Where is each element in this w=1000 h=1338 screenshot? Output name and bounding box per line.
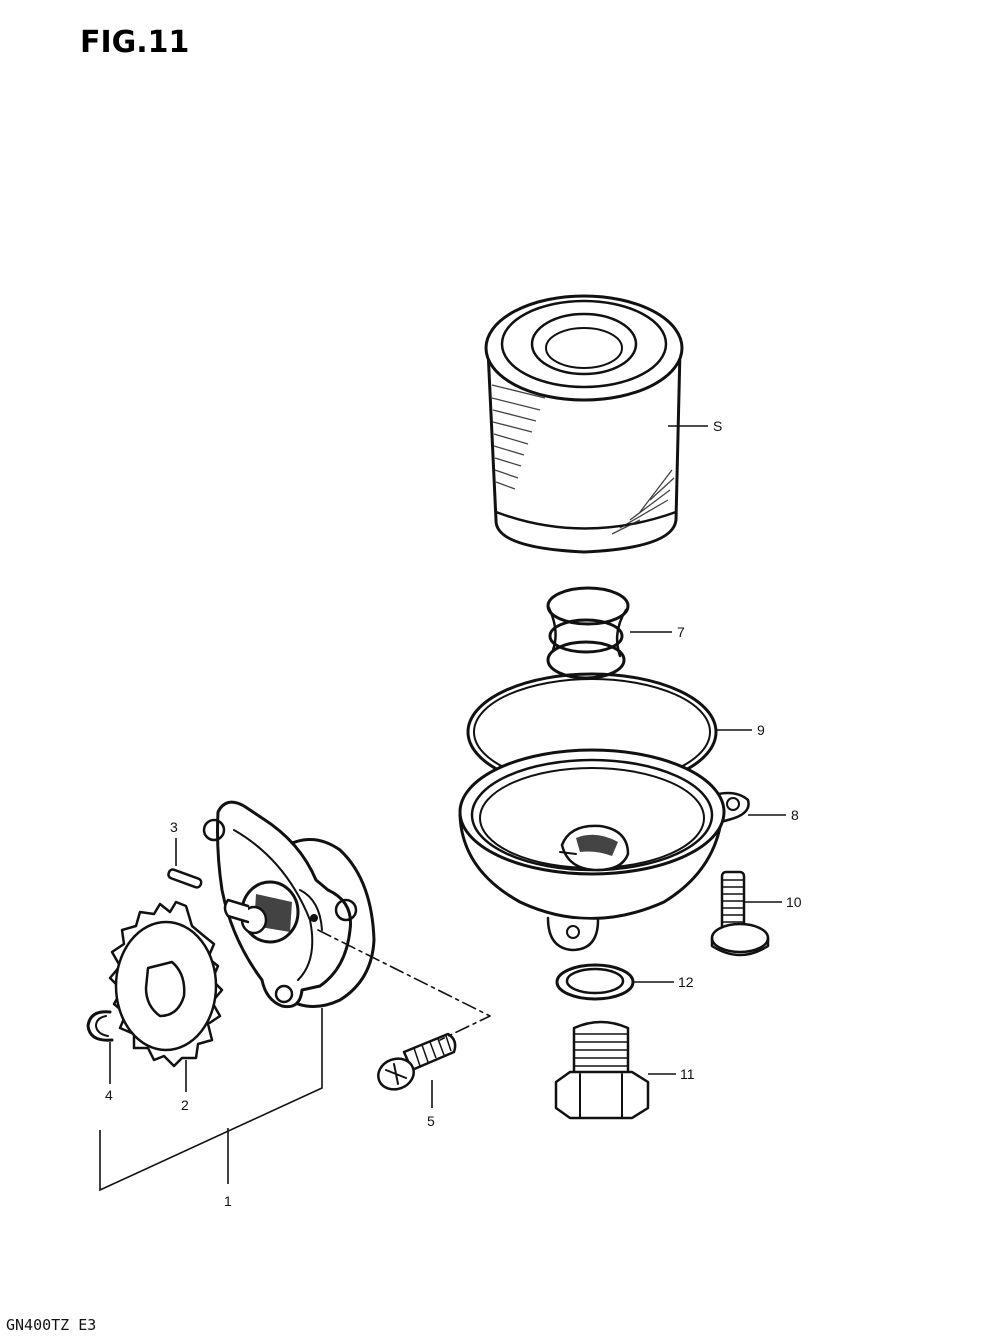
figure-title: FIG.11 [80,25,189,60]
callout-3: 3 [170,819,178,835]
callout-2: 2 [181,1097,189,1113]
callout-7: 7 [677,624,685,640]
callout-6: S [713,418,722,434]
gear-circlip [86,1010,114,1042]
pump-pin [167,868,203,889]
callout-9: 9 [757,722,765,738]
oil-filter-element [484,294,684,554]
callout-12: 12 [678,974,694,990]
callout-4: 4 [105,1087,113,1103]
filter-cap [458,748,750,952]
oil-pump-assembly-bracket [99,1008,323,1192]
callout-8: 8 [791,807,799,823]
cap-bolt [710,870,770,957]
callout-5: 5 [427,1113,435,1129]
callout-10: 10 [786,894,802,910]
callout-11: 11 [680,1066,695,1082]
spring [546,586,630,680]
drain-plug [554,1020,650,1120]
pump-screw [377,1032,457,1091]
callout-1: 1 [224,1193,232,1209]
drain-plug-gasket [555,963,635,1001]
model-code: GN400TZ E3 [6,1316,96,1334]
pump-driven-gear [108,900,224,1068]
oil-pump-body [202,800,376,1009]
assembly-line [317,929,491,1041]
